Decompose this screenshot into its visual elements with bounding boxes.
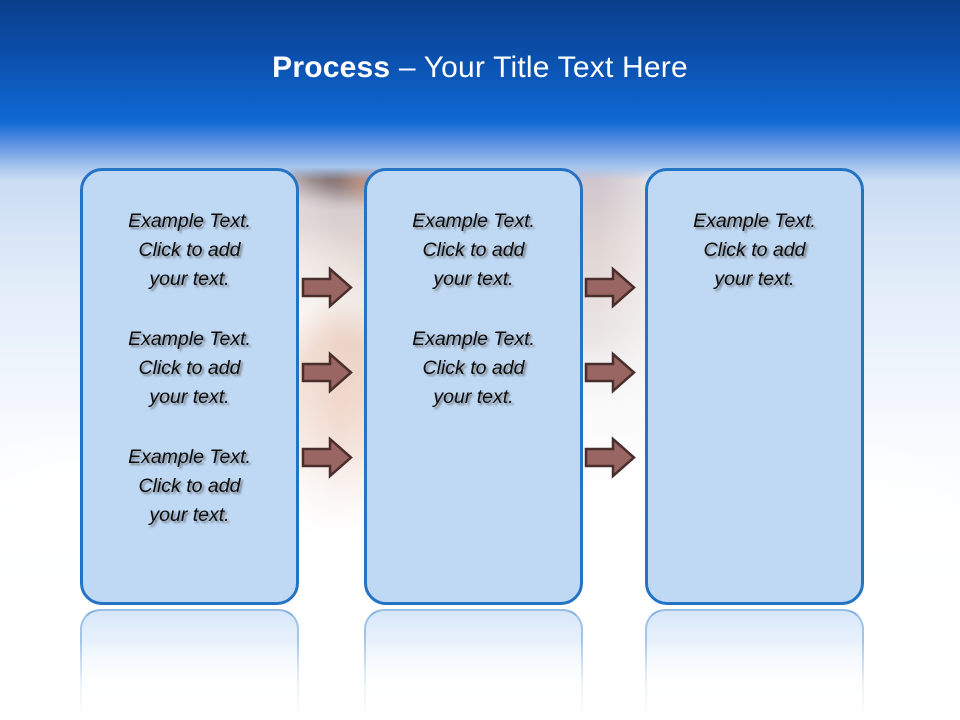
box-1-paragraph-1[interactable]: Example Text. Click to add your text.	[128, 210, 251, 290]
box-2-paragraph-2[interactable]: Example Text. Click to add your text.	[412, 328, 535, 408]
box-2-paragraph-1[interactable]: Example Text. Click to add your text.	[412, 210, 535, 290]
page-title: Process – Your Title Text Here	[0, 50, 960, 86]
process-box-1[interactable]: Example Text. Click to add your text. Ex…	[80, 168, 299, 605]
arrow-right-icon[interactable]	[584, 351, 636, 394]
arrow-right-icon[interactable]	[301, 351, 353, 394]
page-title-rest: – Your Title Text Here	[390, 51, 688, 84]
arrow-right-icon[interactable]	[584, 436, 636, 479]
box-3-paragraph-1[interactable]: Example Text. Click to add your text.	[693, 210, 816, 290]
arrow-right-icon[interactable]	[301, 436, 353, 479]
process-box-3[interactable]: Example Text. Click to add your text.	[645, 168, 864, 605]
arrow-right-icon[interactable]	[301, 266, 353, 309]
box-1-paragraph-2[interactable]: Example Text. Click to add your text.	[128, 328, 251, 408]
process-box-2[interactable]: Example Text. Click to add your text. Ex…	[364, 168, 583, 605]
box-1-paragraph-3[interactable]: Example Text. Click to add your text.	[128, 446, 251, 526]
page-title-strong: Process	[272, 51, 391, 84]
title-banner	[0, 0, 960, 122]
reflection-fade-mask	[0, 640, 960, 720]
arrow-right-icon[interactable]	[584, 266, 636, 309]
